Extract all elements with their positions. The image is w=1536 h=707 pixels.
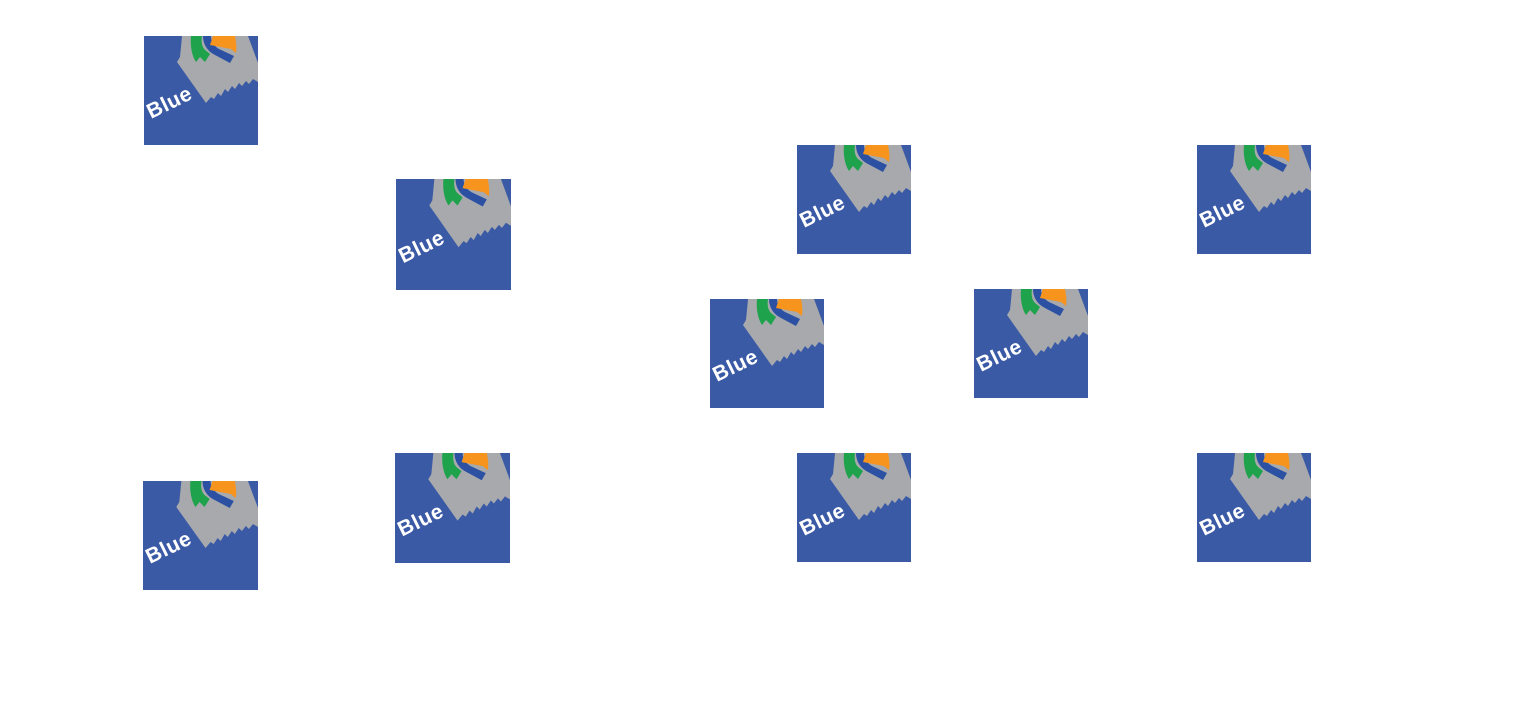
blue-logo-icon: Blue <box>1197 453 1311 562</box>
blue-logo[interactable]: Blue <box>974 289 1088 398</box>
swoosh-green-icon <box>443 179 463 206</box>
blue-logo[interactable]: Blue <box>396 179 511 290</box>
blue-logo[interactable]: Blue <box>143 481 258 590</box>
swoosh-orange-icon <box>1040 289 1067 306</box>
blue-logo[interactable]: Blue <box>1197 145 1311 254</box>
swoosh-green-icon <box>190 481 210 507</box>
swoosh-green-icon <box>756 299 776 325</box>
blue-logo-icon: Blue <box>144 36 258 145</box>
blue-logo[interactable]: Blue <box>710 299 824 408</box>
swoosh-green-icon <box>442 453 462 480</box>
blue-logo-icon: Blue <box>797 453 911 562</box>
swoosh-green-icon <box>1020 289 1040 315</box>
swoosh-green-icon <box>1243 145 1263 171</box>
blue-logo-icon: Blue <box>797 145 911 254</box>
blue-logo-icon: Blue <box>395 453 510 563</box>
blue-logo[interactable]: Blue <box>1197 453 1311 562</box>
swoosh-orange-icon <box>863 453 890 470</box>
swoosh-green-icon <box>190 36 210 62</box>
swoosh-green-icon <box>1243 453 1263 479</box>
blue-logo-icon: Blue <box>143 481 258 590</box>
swoosh-green-icon <box>843 453 863 479</box>
swoosh-orange-icon <box>863 145 890 162</box>
blue-logo[interactable]: Blue <box>395 453 510 563</box>
blue-logo-icon: Blue <box>710 299 824 408</box>
swoosh-green-icon <box>843 145 863 171</box>
swoosh-orange-icon <box>1263 453 1290 470</box>
blue-logo[interactable]: Blue <box>144 36 258 145</box>
blue-logo[interactable]: Blue <box>797 145 911 254</box>
blue-logo-icon: Blue <box>396 179 511 290</box>
swoosh-orange-icon <box>462 179 490 197</box>
blue-logo-icon: Blue <box>1197 145 1311 254</box>
swoosh-orange-icon <box>209 481 237 498</box>
blue-logo[interactable]: Blue <box>797 453 911 562</box>
swoosh-orange-icon <box>776 299 803 316</box>
swoosh-orange-icon <box>1263 145 1290 162</box>
swoosh-orange-icon <box>461 453 489 471</box>
blue-logo-icon: Blue <box>974 289 1088 398</box>
swoosh-orange-icon <box>210 36 237 53</box>
